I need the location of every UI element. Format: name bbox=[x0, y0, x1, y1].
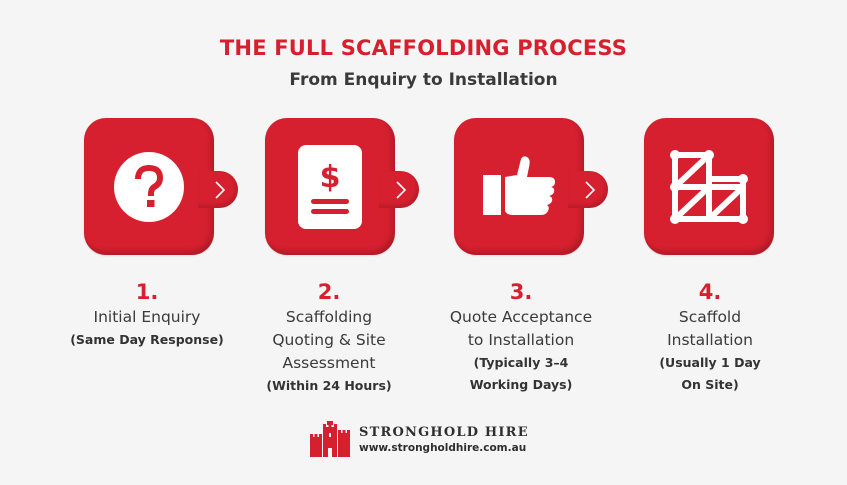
step-note: (Typically 3–4 bbox=[473, 355, 569, 370]
step-note: (Usually 1 Day bbox=[659, 355, 761, 370]
next-arrow-tab bbox=[568, 171, 608, 208]
question-mark-icon bbox=[114, 151, 184, 222]
step-1-text: 1. Initial Enquiry (Same Day Response) bbox=[47, 280, 247, 351]
step-label: Scaffolding bbox=[285, 308, 373, 326]
step-label: Scaffold bbox=[678, 308, 742, 326]
step-note: Working Days) bbox=[469, 377, 573, 392]
chevron-right-icon bbox=[396, 181, 407, 199]
quote-document-icon: $ bbox=[298, 144, 362, 229]
step-label: Quote Acceptance bbox=[449, 308, 593, 326]
step-label: Assessment bbox=[282, 354, 376, 372]
chevron-right-icon bbox=[585, 181, 596, 199]
step-note: (Within 24 Hours) bbox=[266, 378, 392, 393]
chevron-right-icon bbox=[215, 181, 226, 199]
next-arrow-tab bbox=[379, 171, 419, 208]
next-arrow-tab bbox=[198, 171, 238, 208]
step-2-text: 2. Scaffolding Quoting & Site Assessment… bbox=[229, 280, 429, 397]
step-number: 3. bbox=[509, 280, 533, 304]
step-label: Quoting & Site bbox=[272, 331, 386, 349]
svg-text:$: $ bbox=[320, 160, 341, 195]
brand-name: STRONGHOLD HIRE bbox=[359, 425, 529, 440]
brand-url[interactable]: www.strongholdhire.com.au bbox=[359, 442, 527, 454]
step-label: Installation bbox=[667, 331, 753, 349]
step-note: (Same Day Response) bbox=[70, 332, 224, 347]
step-number: 4. bbox=[698, 280, 722, 304]
step-3-text: 3. Quote Acceptance to Installation (Typ… bbox=[421, 280, 621, 396]
brand-logo-block: STRONGHOLD HIRE www.strongholdhire.com.a… bbox=[310, 421, 550, 461]
step-number: 1. bbox=[135, 280, 159, 304]
step-2-tile: $ bbox=[265, 118, 419, 255]
subtitle: From Enquiry to Installation bbox=[289, 70, 558, 90]
step-1-tile bbox=[84, 118, 238, 255]
scaffold-icon bbox=[670, 149, 748, 224]
title: THE FULL SCAFFOLDING PROCESS bbox=[219, 36, 628, 60]
step-3-tile bbox=[454, 118, 608, 255]
step-note: On Site) bbox=[681, 377, 739, 392]
step-label: to Installation bbox=[467, 331, 575, 349]
step-label: Initial Enquiry bbox=[93, 308, 201, 326]
thumbs-up-icon bbox=[483, 155, 555, 215]
step-number: 2. bbox=[317, 280, 341, 304]
castle-icon bbox=[310, 421, 350, 457]
step-4-tile bbox=[644, 118, 774, 255]
step-4-text: 4. Scaffold Installation (Usually 1 Day … bbox=[610, 280, 810, 396]
